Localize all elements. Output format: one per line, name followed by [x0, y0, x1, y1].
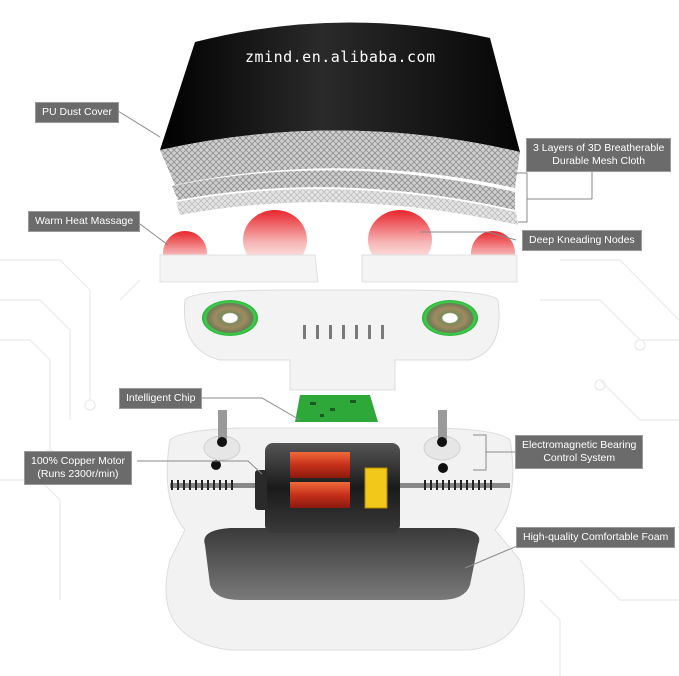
label-pu-dust-cover: PU Dust Cover — [35, 102, 120, 123]
label-copper-motor: 100% Copper Motor (Runs 2300r/min) — [24, 451, 132, 485]
kneading-node-shells — [159, 210, 518, 283]
copper-motor — [255, 443, 400, 533]
label-text: High-quality Comfortable Foam — [523, 531, 669, 543]
leader-lines — [117, 110, 593, 569]
label-warm-heat-massage: Warm Heat Massage — [28, 211, 141, 232]
foam-insert — [204, 528, 480, 600]
label-intelligent-chip: Intelligent Chip — [119, 388, 203, 409]
label-text-line2: Durable Mesh Cloth — [552, 155, 646, 167]
coil-plate — [183, 289, 500, 391]
label-text: Warm Heat Massage — [35, 215, 134, 227]
pu-dust-cover-sheet — [160, 22, 520, 153]
bearing-gears — [203, 410, 461, 473]
label-electromagnetic-bearing: Electromagnetic Bearing Control System — [515, 435, 644, 469]
label-text: Deep Kneading Nodes — [529, 234, 635, 246]
watermark-text: zmind.en.alibaba.com — [245, 48, 436, 66]
label-deep-kneading-nodes: Deep Kneading Nodes — [522, 230, 642, 251]
label-text: Intelligent Chip — [126, 392, 196, 404]
label-text-line2: Control System — [543, 452, 616, 464]
label-comfortable-foam: High-quality Comfortable Foam — [516, 527, 676, 548]
label-text-line1: 100% Copper Motor — [31, 455, 125, 467]
label-text-line1: Electromagnetic Bearing — [522, 439, 637, 451]
label-text-line2: (Runs 2300r/min) — [37, 468, 119, 480]
label-text-line1: 3 Layers of 3D Breatherable — [533, 142, 665, 154]
pcb-chip — [295, 395, 378, 422]
label-mesh-cloth: 3 Layers of 3D Breatherable Durable Mesh… — [526, 138, 672, 172]
label-text: PU Dust Cover — [42, 106, 113, 118]
